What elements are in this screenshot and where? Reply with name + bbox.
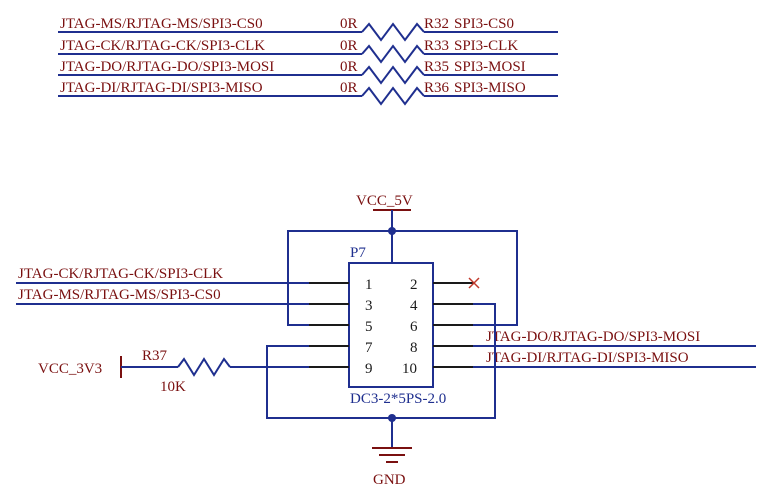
resistor-r33 xyxy=(361,44,425,64)
net-label-jtag-ms: JTAG-MS/RJTAG-MS/SPI3-CS0 xyxy=(18,287,221,303)
power-symbol-vcc5v: VCC_5V xyxy=(356,193,413,263)
resistor-ref-r35: R35 xyxy=(424,59,449,75)
resistor-value-r35: 0R xyxy=(340,59,358,75)
resistor-ref-r36: R36 xyxy=(424,80,450,96)
power-label-vcc5v: VCC_5V xyxy=(356,193,413,209)
right-net-labels: JTAG-DO/RJTAG-DO/SPI3-MOSI JTAG-DI/RJTAG… xyxy=(473,329,756,368)
pullup-network: VCC_3V3 R37 10K xyxy=(38,348,309,395)
power-label-gnd: GND xyxy=(373,472,406,488)
resistor-value-r33: 0R xyxy=(340,38,358,54)
resistor-r35 xyxy=(361,65,425,85)
net-label-jtag-ck: JTAG-CK/RJTAG-CK/SPI3-CLK xyxy=(18,266,223,282)
net-label-jtag-di: JTAG-DI/RJTAG-DI/SPI3-MISO xyxy=(486,350,689,366)
net-label-spi3-mosi-in: JTAG-DO/RJTAG-DO/SPI3-MOSI xyxy=(60,59,274,75)
resistor-value-r32: 0R xyxy=(340,16,358,32)
resistor-r37 xyxy=(177,357,231,377)
net-label-spi3-clk-in: JTAG-CK/RJTAG-CK/SPI3-CLK xyxy=(60,38,265,54)
series-resistor-row-r35: JTAG-DO/RJTAG-DO/SPI3-MOSI 0R R35 SPI3-M… xyxy=(58,59,558,85)
pin-number-6: 6 xyxy=(410,319,418,335)
wire-gnd-loop xyxy=(266,303,496,419)
pin-number-7: 7 xyxy=(365,340,373,356)
pin-number-3: 3 xyxy=(365,298,373,314)
net-label-spi3-clk-out: SPI3-CLK xyxy=(454,38,518,54)
resistor-r36 xyxy=(361,86,425,106)
net-label-spi3-miso-out: SPI3-MISO xyxy=(454,80,526,96)
wire-vcc5v-loop xyxy=(287,230,518,326)
connector-body xyxy=(348,262,434,388)
pin-number-1: 1 xyxy=(365,277,373,293)
pin-number-4: 4 xyxy=(410,298,418,314)
pin-number-9: 9 xyxy=(365,361,373,377)
resistor-ref-r32: R32 xyxy=(424,16,449,32)
net-label-jtag-do: JTAG-DO/RJTAG-DO/SPI3-MOSI xyxy=(486,329,700,345)
net-label-spi3-mosi-out: SPI3-MOSI xyxy=(454,59,526,75)
series-resistor-row-r36: JTAG-DI/RJTAG-DI/SPI3-MISO 0R R36 SPI3-M… xyxy=(58,80,558,106)
resistor-value-r36: 0R xyxy=(340,80,358,96)
net-label-spi3-cs0-in: JTAG-MS/RJTAG-MS/SPI3-CS0 xyxy=(60,16,263,32)
pin-number-2: 2 xyxy=(410,277,418,293)
resistor-ref-r33: R33 xyxy=(424,38,449,54)
net-label-spi3-cs0-out: SPI3-CS0 xyxy=(454,16,514,32)
left-net-labels: JTAG-CK/RJTAG-CK/SPI3-CLK JTAG-MS/RJTAG-… xyxy=(16,266,309,305)
power-label-vcc3v3: VCC_3V3 xyxy=(38,361,102,377)
resistor-r32 xyxy=(361,22,425,42)
net-label-spi3-miso-in: JTAG-DI/RJTAG-DI/SPI3-MISO xyxy=(60,80,263,96)
connector-footprint: DC3-2*5PS-2.0 xyxy=(350,391,446,407)
series-resistor-row-r32: JTAG-MS/RJTAG-MS/SPI3-CS0 0R R32 SPI3-CS… xyxy=(58,16,558,42)
pin-number-10: 10 xyxy=(402,361,417,377)
connector-p7: P7 DC3-2*5PS-2.0 1 3 5 7 9 2 4 6 8 10 xyxy=(309,245,480,407)
resistor-ref-r37: R37 xyxy=(142,348,168,364)
resistor-value-r37: 10K xyxy=(160,379,186,395)
series-resistor-row-r33: JTAG-CK/RJTAG-CK/SPI3-CLK 0R R33 SPI3-CL… xyxy=(58,38,558,64)
pin-number-8: 8 xyxy=(410,340,418,356)
connector-ref: P7 xyxy=(350,245,366,261)
ground-symbol: GND xyxy=(372,447,412,488)
pin-number-5: 5 xyxy=(365,319,373,335)
no-connect-marker xyxy=(468,277,480,289)
